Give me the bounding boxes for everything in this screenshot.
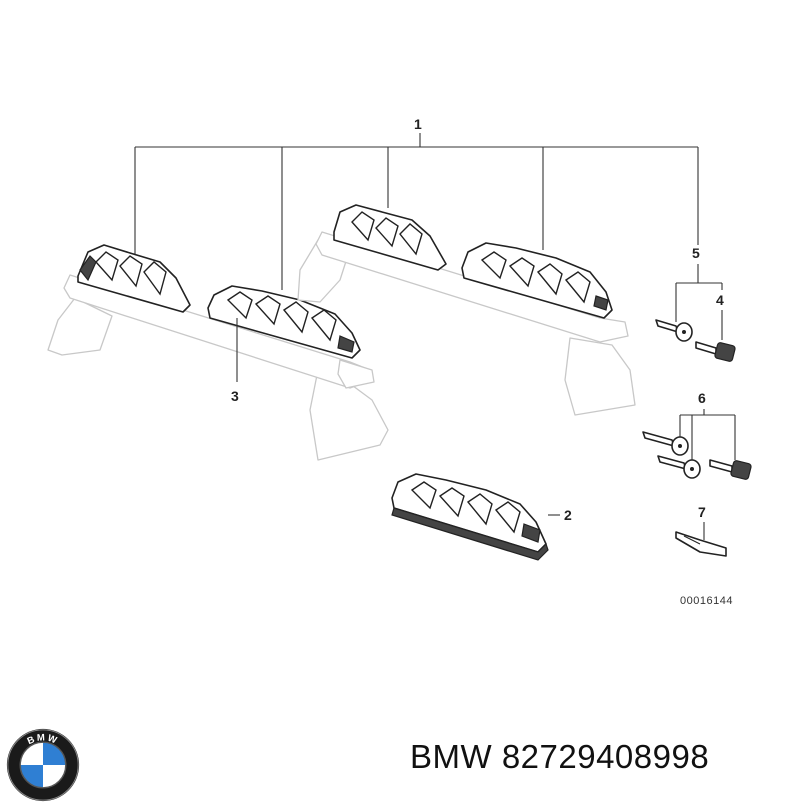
- callout-3: 3: [231, 388, 239, 404]
- lock-cylinder-icon: [642, 431, 689, 456]
- part-caption: BMW 82729408998: [410, 738, 710, 775]
- lock-cylinder-icon: [655, 319, 693, 342]
- ski-holder-right-rear: [333, 204, 447, 271]
- ski-holder-single: [391, 473, 549, 561]
- diagram-reference-number: 00016144: [680, 595, 733, 607]
- key-blade-icon: [675, 531, 727, 557]
- key-icon: [709, 459, 752, 480]
- callout-6-leader: [679, 409, 736, 462]
- callout-5-leader: [675, 264, 723, 322]
- callout-2: 2: [564, 507, 572, 523]
- callout-7: 7: [698, 504, 706, 520]
- key-icon: [695, 341, 736, 362]
- callout-5: 5: [692, 245, 700, 261]
- ski-holder-left-rear: [77, 244, 191, 313]
- lock-cylinder-icon: [657, 455, 701, 479]
- bmw-logo-icon: BMW: [6, 728, 80, 802]
- callout-1-leader: [134, 133, 699, 290]
- callout-1: 1: [414, 116, 422, 132]
- right-roof-bar: [297, 231, 636, 416]
- ski-holder-right-front: [461, 242, 613, 319]
- ski-holder-left-front: [207, 285, 375, 389]
- callout-6: 6: [698, 390, 706, 406]
- svg-text:BMW: BMW: [26, 732, 60, 747]
- callout-4: 4: [716, 292, 724, 308]
